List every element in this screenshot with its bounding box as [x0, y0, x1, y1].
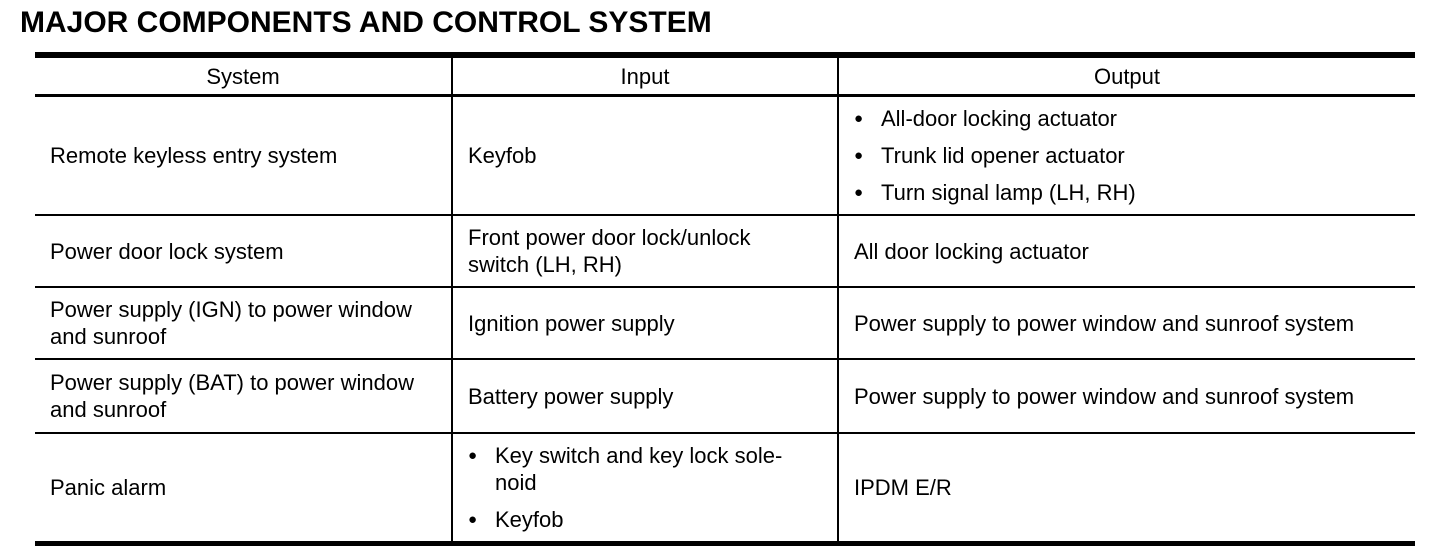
- bullet-item: ● All-door locking actuator: [854, 105, 1403, 132]
- input-cell: Front power door lock/unlock switch (LH,…: [452, 214, 839, 287]
- column-header-output: Output: [838, 55, 1415, 97]
- output-cell: All door locking actuator: [838, 214, 1415, 287]
- input-text: Ignition power supply: [468, 310, 675, 336]
- output-cell: IPDM E/R: [838, 432, 1415, 544]
- output-text: Power supply to power window and sunroof…: [854, 383, 1355, 409]
- components-table: System Input Output Remote keyless entry…: [35, 52, 1415, 546]
- output-cell: Power supply to power window and sunroof…: [838, 358, 1415, 433]
- table-header-row: System Input Output: [35, 55, 1415, 97]
- output-cell: ● All-door locking actuator ● Trunk lid …: [838, 94, 1415, 215]
- bullet-item-text: Keyfob: [495, 507, 564, 532]
- system-cell: Power supply (IGN) to power window and s…: [35, 286, 453, 359]
- bullet-list: ● All-door locking actuator ● Trunk lid …: [854, 105, 1403, 206]
- output-cell: Power supply to power window and sunroof…: [838, 286, 1415, 359]
- system-text: Power supply (BAT) to power window and s…: [50, 370, 414, 422]
- bullet-list: ● Key switch and key lock sole- noid ● K…: [468, 442, 825, 533]
- bullet-item-text: Trunk lid opener actuator: [881, 143, 1125, 168]
- bullet-icon: ●: [468, 511, 478, 528]
- system-text: Panic alarm: [50, 475, 167, 500]
- input-text: Battery power supply: [468, 383, 674, 409]
- table-row: Remote keyless entry system Keyfob ● All…: [35, 94, 1415, 215]
- system-text: Power supply (IGN) to power window and s…: [50, 297, 412, 349]
- system-cell: Power door lock system: [35, 214, 453, 287]
- input-cell: Ignition power supply: [452, 286, 839, 359]
- column-header-input: Input: [452, 55, 839, 97]
- bullet-icon: ●: [854, 147, 864, 164]
- input-text: Keyfob: [468, 143, 537, 168]
- column-header-system: System: [35, 55, 453, 97]
- bullet-item: ● Turn signal lamp (LH, RH): [854, 179, 1403, 206]
- output-text: All door locking actuator: [854, 238, 1089, 264]
- bullet-icon: ●: [854, 184, 864, 201]
- bullet-item: ● Trunk lid opener actuator: [854, 142, 1403, 169]
- input-text: Front power door lock/unlock switch (LH,…: [468, 225, 751, 277]
- input-cell: Keyfob: [452, 94, 839, 215]
- bullet-item: ● Keyfob: [468, 506, 825, 533]
- bullet-item-text: Key switch and key lock sole- noid: [495, 443, 783, 495]
- system-text: Power door lock system: [50, 238, 284, 264]
- output-text: IPDM E/R: [854, 475, 952, 500]
- bullet-item-text: Turn signal lamp (LH, RH): [881, 180, 1136, 205]
- bullet-icon: ●: [468, 447, 478, 464]
- table-row: Power supply (BAT) to power window and s…: [35, 358, 1415, 433]
- table-row: Panic alarm ● Key switch and key lock so…: [35, 432, 1415, 544]
- system-cell: Remote keyless entry system: [35, 94, 453, 215]
- bullet-item-text: All-door locking actuator: [881, 106, 1118, 131]
- output-text: Power supply to power window and sunroof…: [854, 310, 1355, 336]
- table-row: Power door lock system Front power door …: [35, 214, 1415, 287]
- bullet-icon: ●: [854, 110, 864, 127]
- table-row: Power supply (IGN) to power window and s…: [35, 286, 1415, 359]
- input-cell: Battery power supply: [452, 358, 839, 433]
- system-cell: Panic alarm: [35, 432, 453, 544]
- input-cell: ● Key switch and key lock sole- noid ● K…: [452, 432, 839, 544]
- page-title: MAJOR COMPONENTS AND CONTROL SYSTEM: [20, 6, 712, 39]
- system-cell: Power supply (BAT) to power window and s…: [35, 358, 453, 433]
- system-text: Remote keyless entry system: [50, 143, 338, 168]
- bullet-item: ● Key switch and key lock sole- noid: [468, 442, 825, 496]
